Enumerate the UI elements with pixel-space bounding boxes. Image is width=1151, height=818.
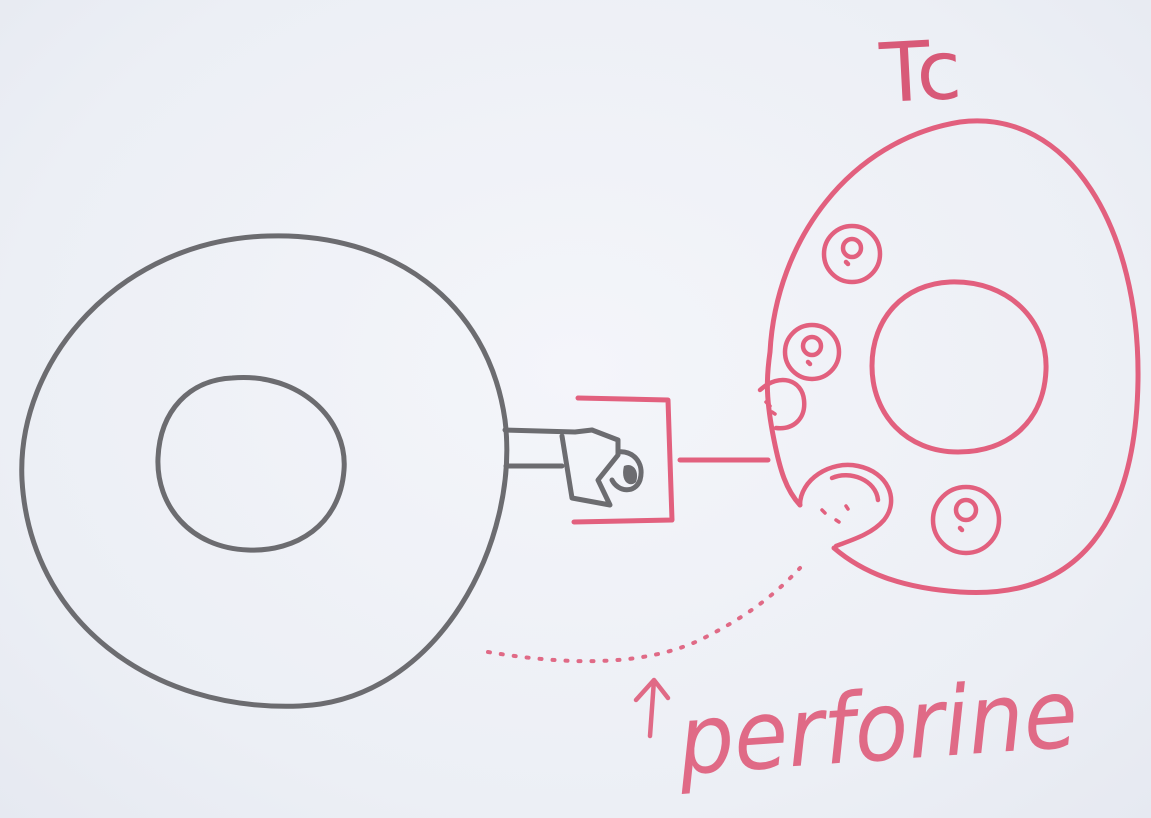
target-cell-membrane (19, 233, 510, 709)
up-arrow-icon (633, 677, 671, 739)
tc-label: Tc (877, 23, 964, 122)
mhc-antigen-complex (502, 427, 644, 508)
granule (782, 322, 842, 382)
tc-cell (764, 118, 1141, 596)
tc-cell-membrane (764, 118, 1141, 596)
tcr-bracket (571, 395, 675, 525)
tc-nucleus (869, 279, 1049, 455)
target-cell (19, 233, 510, 709)
granule (821, 223, 883, 285)
perforine-pointer (486, 566, 802, 664)
tcr-receptor (571, 395, 771, 525)
granule-releasing (797, 462, 894, 549)
mhc-stalk (502, 427, 595, 469)
mhc-molecule (559, 427, 621, 508)
dotted-leader-line (486, 566, 802, 664)
perforin-granules (757, 223, 1002, 556)
granule (930, 484, 1002, 556)
perforine-label: perforine (673, 657, 1081, 797)
antigen-fill (623, 464, 638, 485)
antigen-fragment (609, 449, 644, 493)
target-cell-nucleus (155, 375, 347, 553)
granule-releasing (757, 377, 807, 431)
